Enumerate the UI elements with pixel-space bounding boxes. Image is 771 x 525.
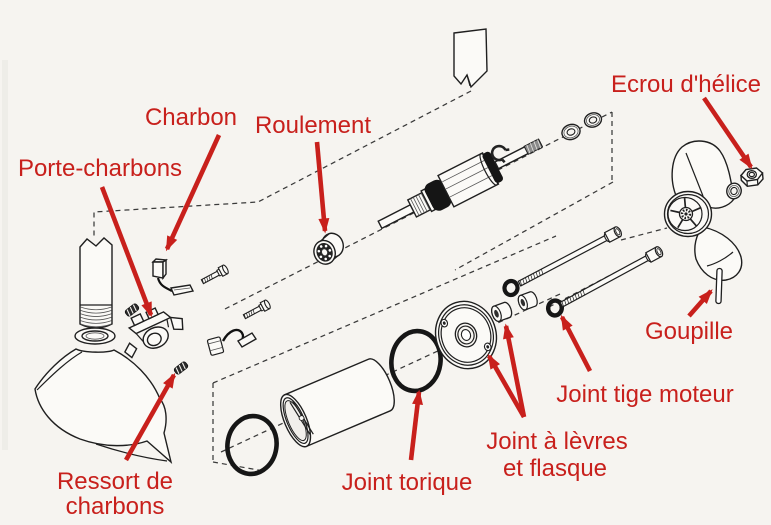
label-ecrou-helice: Ecrou d'hélice bbox=[611, 71, 761, 98]
label-goupille: Goupille bbox=[645, 318, 733, 345]
washer-1 bbox=[561, 123, 581, 141]
threaded-tube bbox=[79, 237, 113, 329]
screw-2 bbox=[241, 298, 272, 322]
shaft-seal-1 bbox=[502, 278, 520, 298]
ecrou-helice-arrow bbox=[702, 96, 753, 170]
lip-seal-2 bbox=[515, 289, 540, 312]
wire-connector bbox=[206, 328, 257, 356]
e-clip bbox=[490, 144, 510, 164]
propeller bbox=[663, 140, 743, 281]
goupille-arrow bbox=[687, 289, 713, 318]
label-ressort-line2: charbons bbox=[66, 493, 165, 520]
roulement-arrow bbox=[314, 141, 330, 234]
drive-pin bbox=[715, 267, 723, 305]
washer-2 bbox=[583, 112, 603, 128]
label-ressort-line1: Ressort de bbox=[57, 468, 173, 495]
label-joint-torique: Joint torique bbox=[342, 469, 473, 496]
joint-torique-arrow bbox=[408, 389, 424, 461]
label-roulement: Roulement bbox=[255, 112, 371, 139]
charbon-arrow bbox=[164, 134, 222, 252]
propeller-nut bbox=[740, 167, 764, 188]
label-porte-charbons: Porte-charbons bbox=[18, 155, 182, 182]
lip-seal-1 bbox=[489, 300, 515, 324]
ressort-arrow bbox=[123, 372, 177, 462]
o-ring-right bbox=[389, 328, 443, 394]
label-joint-a-levres-line2: et flasque bbox=[503, 455, 607, 482]
label-charbon: Charbon bbox=[145, 104, 237, 131]
label-joint-a-levres-line1: Joint à lèvres bbox=[486, 428, 627, 455]
propeller-washer bbox=[726, 182, 742, 200]
end-cap-flange bbox=[434, 300, 498, 370]
joint-tige-arrow bbox=[559, 314, 593, 373]
joint-levres-arrow-2 bbox=[503, 323, 527, 418]
lower-unit-housing bbox=[34, 327, 173, 464]
motor-canister bbox=[279, 358, 395, 448]
brush-holder bbox=[123, 307, 184, 359]
control-shaft-tube bbox=[453, 28, 488, 89]
joint-levres-arrow-1 bbox=[487, 353, 526, 419]
paper-smudge bbox=[2, 60, 8, 450]
carbon-brush bbox=[151, 258, 195, 296]
callout-labels: Charbon Roulement Porte-charbons Ecrou d… bbox=[18, 71, 761, 520]
armature bbox=[377, 138, 544, 230]
porte-charbons-arrow bbox=[99, 186, 154, 318]
o-ring-left bbox=[225, 413, 279, 477]
label-joint-tige-moteur: Joint tige moteur bbox=[556, 381, 733, 408]
screw-1 bbox=[199, 263, 230, 287]
bearing-part bbox=[313, 232, 344, 265]
shaft-seal-2 bbox=[545, 298, 565, 318]
callout-arrows bbox=[99, 96, 753, 462]
brush-spring-2 bbox=[172, 360, 190, 376]
